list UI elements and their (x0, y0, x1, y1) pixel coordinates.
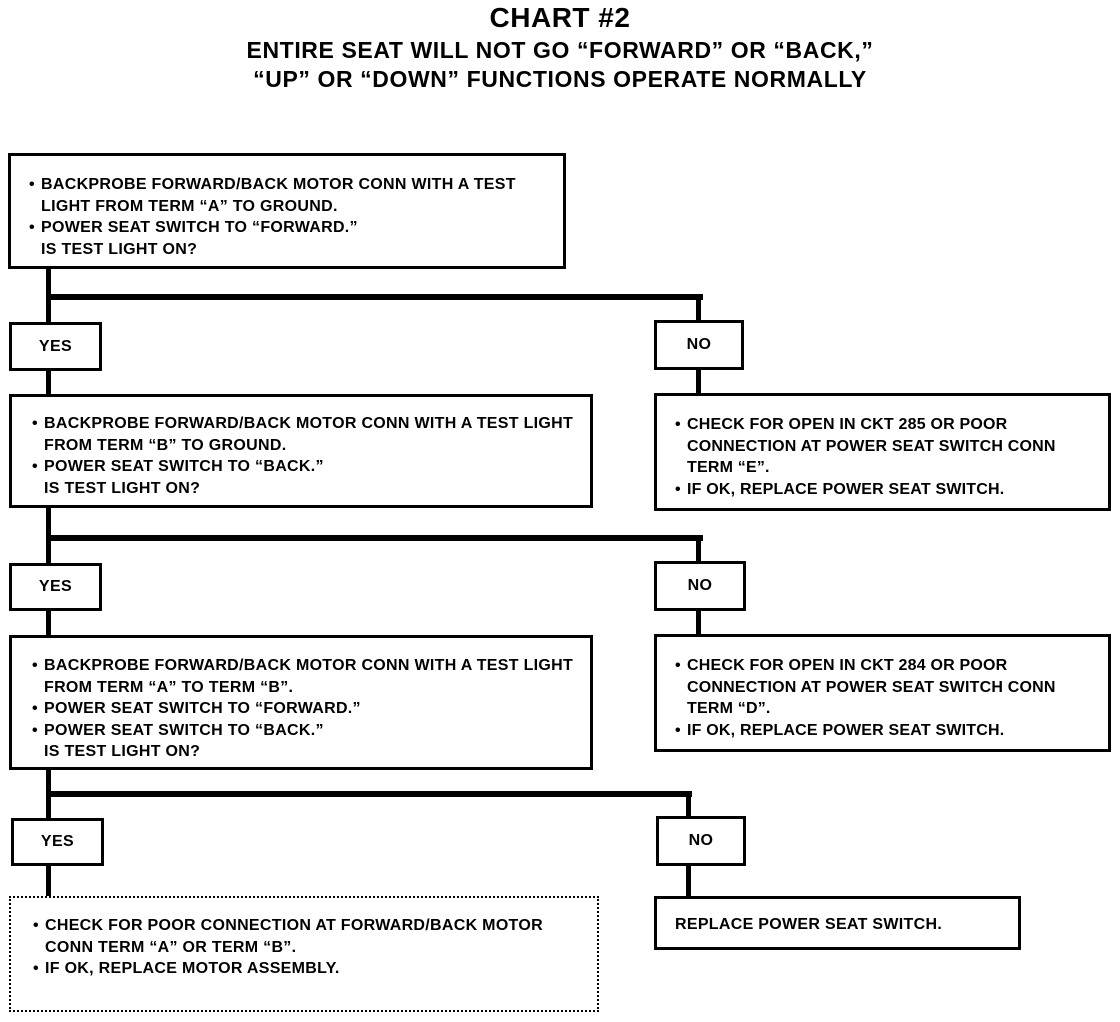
step-1-no-label: NO (654, 320, 744, 370)
connector-line (46, 294, 703, 300)
step-2-no-bullet-2: IF OK, REPLACE POWER SEAT SWITCH. (673, 720, 1102, 742)
step-3-bullet-1: BACKPROBE FORWARD/BACK MOTOR CONN WITH A… (30, 655, 582, 698)
connector-line (46, 791, 51, 821)
connector-line (46, 266, 51, 299)
step-3-list: BACKPROBE FORWARD/BACK MOTOR CONN WITH A… (30, 655, 582, 741)
connector-line (696, 294, 701, 322)
step-2-yes-label: YES (9, 563, 102, 611)
connector-line (46, 863, 51, 899)
connector-line (46, 535, 51, 567)
connector-line (686, 791, 691, 819)
step-1-no-result-list: CHECK FOR OPEN IN CKT 285 OR POOR CONNEC… (673, 414, 1102, 500)
step-1-yes-label: YES (9, 322, 102, 371)
step-3-yes-bullet-1: CHECK FOR POOR CONNECTION AT FORWARD/BAC… (31, 915, 589, 958)
step-1-no-result-box: CHECK FOR OPEN IN CKT 285 OR POOR CONNEC… (654, 393, 1111, 511)
step-1-list: BACKPROBE FORWARD/BACK MOTOR CONN WITH A… (27, 174, 555, 239)
step-1-bullet-2: POWER SEAT SWITCH TO “FORWARD.” (27, 217, 555, 239)
step-2-box: BACKPROBE FORWARD/BACK MOTOR CONN WITH A… (9, 394, 593, 508)
step-3-question: IS TEST LIGHT ON? (44, 743, 201, 760)
connector-line (686, 863, 691, 899)
step-3-bullet-2: POWER SEAT SWITCH TO “FORWARD.” (30, 698, 582, 720)
step-3-bullet-3: POWER SEAT SWITCH TO “BACK.” (30, 720, 582, 742)
step-1-bullet-1: BACKPROBE FORWARD/BACK MOTOR CONN WITH A… (27, 174, 555, 217)
step-1-no-bullet-1: CHECK FOR OPEN IN CKT 285 OR POOR CONNEC… (673, 414, 1102, 479)
connector-line (696, 368, 701, 396)
step-3-yes-label: YES (11, 818, 104, 866)
connector-line (46, 535, 703, 541)
connector-line (696, 535, 701, 563)
connector-line (696, 608, 701, 638)
step-3-no-result-text: REPLACE POWER SEAT SWITCH. (675, 916, 943, 933)
connector-line (46, 368, 51, 396)
step-1-question: IS TEST LIGHT ON? (41, 240, 198, 258)
step-3-yes-bullet-2: IF OK, REPLACE MOTOR ASSEMBLY. (31, 958, 589, 980)
chart-subtitle-line-1: ENTIRE SEAT WILL NOT GO “FORWARD” OR “BA… (246, 37, 874, 63)
step-3-yes-result-list: CHECK FOR POOR CONNECTION AT FORWARD/BAC… (31, 915, 589, 980)
step-2-question: IS TEST LIGHT ON? (44, 479, 201, 497)
step-2-no-result-box: CHECK FOR OPEN IN CKT 284 OR POOR CONNEC… (654, 634, 1111, 752)
connector-line (46, 506, 51, 542)
chart-title: CHART #2 (489, 2, 631, 33)
connector-line (46, 791, 692, 797)
step-2-bullet-2: POWER SEAT SWITCH TO “BACK.” (30, 456, 582, 478)
step-2-no-label: NO (654, 561, 746, 611)
step-2-no-result-list: CHECK FOR OPEN IN CKT 284 OR POOR CONNEC… (673, 655, 1102, 741)
chart-subtitle-line-2: “UP” OR “DOWN” FUNCTIONS OPERATE NORMALL… (253, 66, 867, 92)
step-2-bullet-1: BACKPROBE FORWARD/BACK MOTOR CONN WITH A… (30, 413, 582, 456)
step-2-list: BACKPROBE FORWARD/BACK MOTOR CONN WITH A… (30, 413, 582, 478)
step-1-no-bullet-2: IF OK, REPLACE POWER SEAT SWITCH. (673, 479, 1102, 501)
connector-line (46, 294, 51, 326)
step-3-box: BACKPROBE FORWARD/BACK MOTOR CONN WITH A… (9, 635, 593, 770)
step-2-no-bullet-1: CHECK FOR OPEN IN CKT 284 OR POOR CONNEC… (673, 655, 1102, 720)
connector-line (46, 608, 51, 638)
step-3-yes-result-box: CHECK FOR POOR CONNECTION AT FORWARD/BAC… (9, 896, 599, 1012)
step-3-no-label: NO (656, 816, 746, 866)
step-1-box: BACKPROBE FORWARD/BACK MOTOR CONN WITH A… (8, 153, 566, 269)
connector-line (46, 767, 51, 799)
step-3-no-result-box: REPLACE POWER SEAT SWITCH. (654, 896, 1021, 950)
